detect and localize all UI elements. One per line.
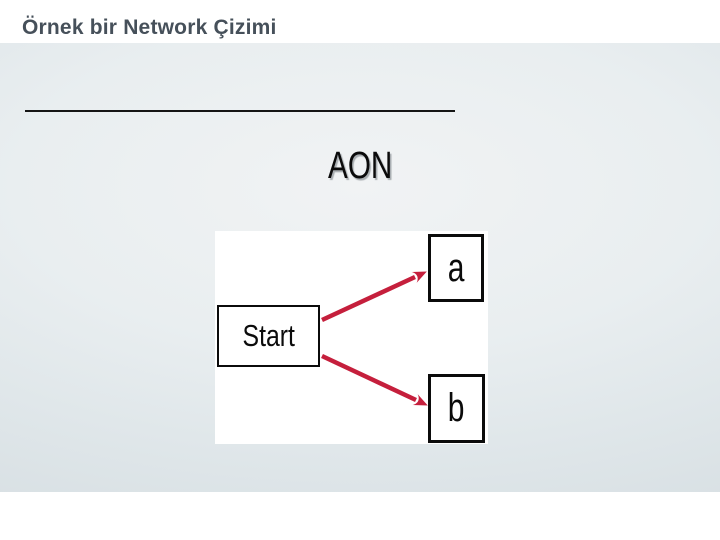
diagram-panel: Start a b	[215, 231, 488, 444]
edge-start-to-b	[321, 353, 428, 406]
diagram-heading: AON	[0, 147, 720, 185]
diagram-heading-text: AON	[327, 145, 393, 187]
node-start-label: Start	[242, 318, 295, 353]
edge-start-to-a	[321, 271, 427, 323]
node-b-label: b	[448, 386, 465, 430]
node-a-label: a	[447, 245, 465, 290]
node-b: b	[428, 374, 485, 443]
node-a: a	[428, 234, 484, 302]
title-underline	[25, 110, 455, 112]
node-start: Start	[217, 305, 320, 367]
slide-body: AON Start a b	[0, 43, 720, 492]
diagram-arrows-layer	[321, 271, 428, 406]
slide-title: Örnek bir Network Çizimi	[22, 16, 277, 39]
